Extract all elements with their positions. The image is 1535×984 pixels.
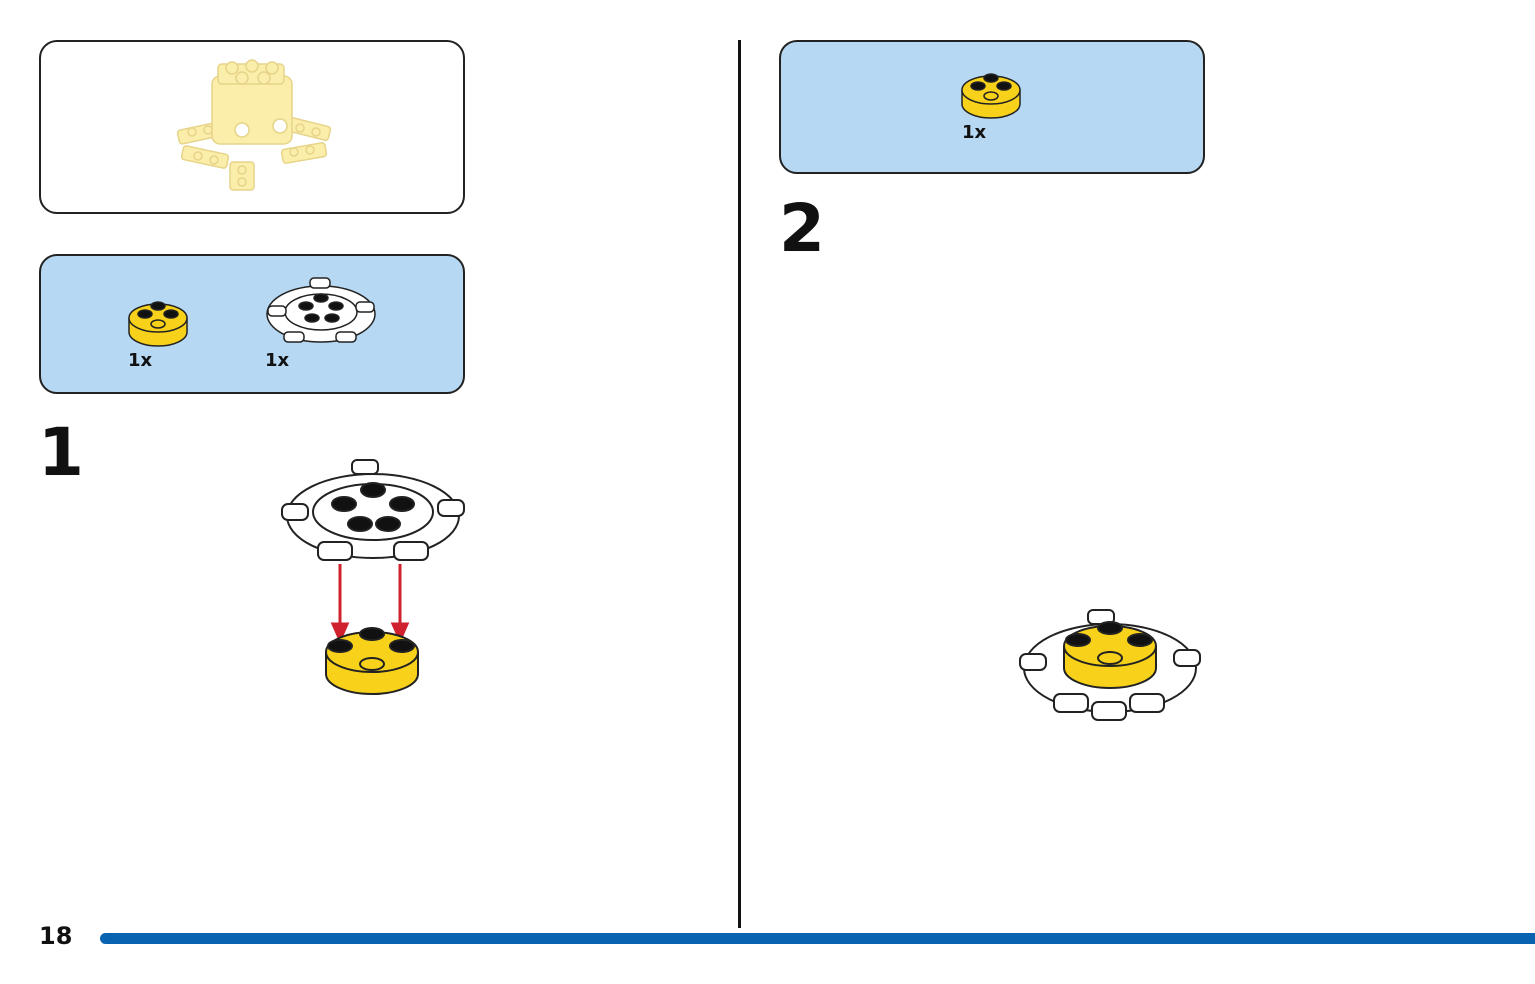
step-number-1: 1	[38, 414, 84, 491]
yellow-round-plate-icon	[128, 301, 188, 347]
footer-accent-bar	[100, 933, 1535, 944]
part-qty-yellow-plate: 1x	[128, 350, 153, 371]
step2-assembly-illustration	[1019, 609, 1201, 721]
page-number: 18	[39, 922, 73, 950]
part-qty-yellow-plate: 1x	[962, 122, 987, 143]
octopus-preview-icon	[176, 59, 332, 191]
page-divider	[738, 40, 741, 928]
part-qty-white-plate: 1x	[265, 350, 290, 371]
step1-assembly-illustration	[281, 459, 465, 695]
step-number-2: 2	[779, 190, 825, 267]
white-octopus-legs-plate-icon	[266, 277, 376, 343]
yellow-round-plate-icon	[961, 73, 1021, 119]
step1-parts-panel	[39, 254, 465, 394]
